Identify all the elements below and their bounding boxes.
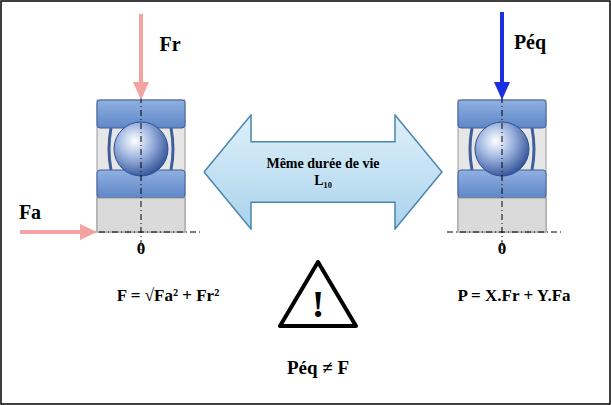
double-arrow-outline bbox=[204, 115, 442, 229]
formula-label: P = X.Fr + Y.Fa bbox=[457, 287, 570, 306]
warning-triangle bbox=[280, 262, 356, 326]
force-arrow bbox=[500, 12, 504, 84]
formula-label: Fr bbox=[159, 33, 180, 55]
arrow-text: Même durée de vie L₁₀ bbox=[258, 155, 388, 190]
arrow-head bbox=[494, 82, 510, 100]
formula-label: 0 bbox=[498, 240, 507, 259]
formula-label: F = √Fa² + Fr² bbox=[117, 287, 219, 306]
formula-label: Péq ≠ F bbox=[287, 358, 349, 379]
double-arrow-shape bbox=[203, 114, 443, 230]
double-arrow: Même durée de vie L₁₀ bbox=[203, 114, 443, 230]
warning-mark: ! bbox=[312, 284, 325, 326]
formula-label: Péq bbox=[514, 31, 546, 53]
formula-label: Fa bbox=[19, 201, 41, 223]
force-arrow bbox=[139, 14, 143, 84]
arrow-text-box: Même durée de vie L₁₀ bbox=[258, 155, 388, 190]
arrow-head bbox=[133, 82, 149, 100]
force-arrow bbox=[20, 230, 82, 234]
formula-label: 0 bbox=[137, 240, 146, 259]
arrow-head bbox=[80, 224, 97, 240]
bearing-left bbox=[86, 45, 201, 250]
bearing-right bbox=[447, 45, 562, 250]
